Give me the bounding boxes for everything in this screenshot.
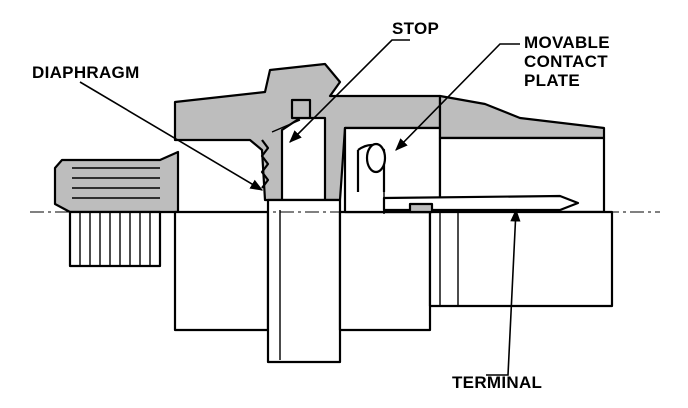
stop-block [290,98,312,120]
connector-housing [428,94,614,308]
stop-label: STOP [392,19,439,38]
movable-contact-plate-leader [395,43,520,151]
housing-exterior [173,198,432,364]
diaphragm-label: DIAPHRAGM [32,63,140,82]
threaded-fitting [53,150,180,268]
movable-label-line2: CONTACT [524,52,608,71]
diaphragm-leader [79,81,264,191]
movable-label-line3: PLATE [524,71,580,90]
terminal-label: TERMINAL [452,373,542,392]
diaphragm [260,119,301,189]
stop-leader [289,39,410,143]
movable-label-line1: MOVABLE [524,33,610,52]
terminal-leader [486,208,521,376]
terminal-pin [382,194,580,214]
